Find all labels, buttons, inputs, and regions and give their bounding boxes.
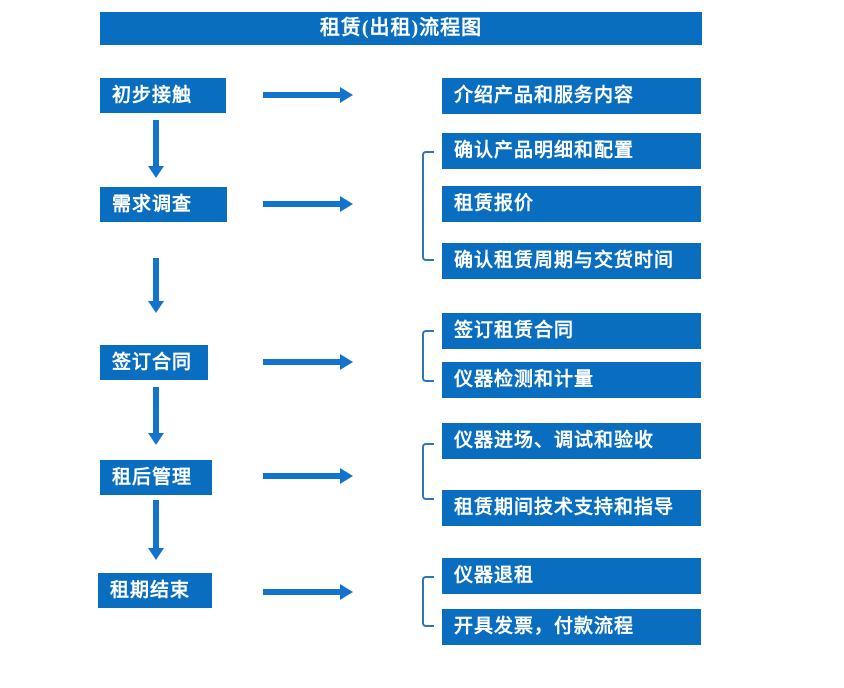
- detail-box-tech-support: 租赁期间技术支持和指导: [442, 490, 701, 526]
- step-box-sign-contract: 签订合同: [100, 345, 208, 380]
- arrow-shaft: [153, 500, 159, 549]
- arrow-shaft: [153, 120, 159, 167]
- arrow-head: [148, 548, 164, 560]
- arrow-right-icon: [263, 584, 353, 600]
- arrow-right-icon: [263, 354, 353, 370]
- step-box-rental-end: 租期结束: [98, 573, 212, 608]
- detail-box-confirm-details: 确认产品明细和配置: [442, 133, 701, 169]
- arrow-head: [148, 166, 164, 178]
- step-box-initial-contact: 初步接触: [100, 78, 226, 113]
- arrow-shaft: [263, 589, 340, 595]
- arrow-shaft: [263, 92, 340, 98]
- arrow-shaft: [153, 387, 159, 434]
- detail-box-instrument-testing: 仪器检测和计量: [442, 362, 701, 398]
- arrow-head: [148, 301, 164, 313]
- arrow-head: [340, 468, 353, 484]
- arrow-head: [340, 87, 353, 103]
- arrow-right-icon: [263, 468, 353, 484]
- detail-box-rental-quote: 租赁报价: [442, 186, 701, 222]
- arrow-shaft: [263, 359, 340, 365]
- arrow-head: [340, 354, 353, 370]
- detail-box-confirm-period: 确认租赁周期与交货时间: [442, 243, 701, 279]
- arrow-shaft: [263, 473, 340, 479]
- detail-box-instrument-return: 仪器退租: [442, 558, 701, 594]
- detail-box-invoice-payment: 开具发票，付款流程: [442, 609, 701, 645]
- arrow-down-icon: [148, 500, 164, 560]
- arrow-right-icon: [263, 87, 353, 103]
- step-box-demand-survey: 需求调查: [100, 187, 227, 222]
- detail-box-introduce-products: 介绍产品和服务内容: [442, 78, 701, 114]
- detail-box-instrument-setup: 仪器进场、调试和验收: [442, 423, 701, 459]
- group-bracket-demand-survey: [422, 151, 434, 261]
- group-bracket-sign-contract: [422, 330, 434, 382]
- arrow-down-icon: [148, 387, 164, 445]
- detail-box-sign-rental-contract: 签订租赁合同: [442, 313, 701, 349]
- arrow-head: [340, 196, 353, 212]
- arrow-down-icon: [148, 120, 164, 178]
- group-bracket-post-rental: [422, 443, 434, 500]
- flowchart-title: 租赁(出租)流程图: [100, 12, 702, 45]
- step-box-post-rental: 租后管理: [100, 460, 212, 495]
- arrow-shaft: [153, 258, 159, 302]
- arrow-head: [148, 433, 164, 445]
- arrow-right-icon: [263, 196, 353, 212]
- arrow-shaft: [263, 201, 340, 207]
- arrow-down-icon: [148, 258, 164, 313]
- group-bracket-rental-end: [422, 576, 434, 627]
- arrow-head: [340, 584, 353, 600]
